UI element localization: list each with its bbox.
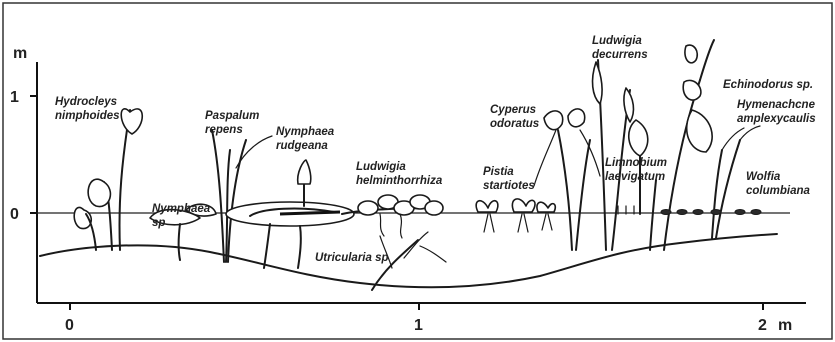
x-tick-label-2: 2: [758, 317, 767, 334]
hymenachne-label-line1: Hymenachcne: [737, 99, 816, 111]
cyperus-plant: [534, 109, 600, 250]
limnobium-label-line1: Limnobium: [605, 157, 667, 169]
echinodorus-plant: [650, 40, 714, 250]
echinodorus-label: Echinodorus sp.: [723, 79, 813, 91]
y-axis-unit: m: [13, 45, 27, 62]
y-tick-label-1: 1: [10, 89, 19, 106]
paspalum-label-line2: repens: [205, 124, 243, 136]
limnobium-label-line2: laevigatum: [605, 171, 665, 183]
paspalum-label-line1: Paspalum: [205, 110, 259, 122]
pistia-label-line1: Pistia: [483, 166, 514, 178]
hydrocleys-label-line2: nimphoides: [55, 110, 120, 122]
wolffia-label-line2: columbiana: [746, 185, 811, 197]
ludwigia-helminthorrhiza-label-line1: Ludwigia: [356, 161, 406, 173]
pistia-plant: [476, 199, 555, 232]
nymphaea-rudgeana-label-line2: rudgeana: [276, 140, 328, 152]
cyperus-label-line1: Cyperus: [490, 104, 536, 116]
hymenachne-label-line2: amplexycaulis: [737, 113, 816, 125]
ludwigia-decurrens-label-line1: Ludwigia: [592, 35, 642, 47]
ludwigia-decurrens-label-line2: decurrens: [592, 49, 648, 61]
x-axis-unit: m: [778, 317, 792, 334]
wolffia-label-line1: Wolfia: [746, 171, 781, 183]
ludwigia-decurrens-plant: [593, 60, 634, 250]
hydrocleys-label-line1: Hydrocleys: [55, 96, 117, 108]
nymphaea-sp-label-line1: Nymphaea: [152, 203, 211, 215]
wolffia-plant: [661, 210, 761, 215]
hydrocleys-plant: [74, 109, 142, 250]
nymphaea-rudgeana-label-line1: Nymphaea: [276, 126, 335, 138]
cyperus-label-line2: odoratus: [490, 118, 539, 130]
x-tick-label-0: 0: [65, 317, 74, 334]
ludwigia-helminthorrhiza-label-line2: helminthorrhiza: [356, 175, 443, 187]
pistia-label-line2: startiotes: [483, 180, 535, 192]
nymphaea-sp-label-line2: sp: [152, 217, 165, 229]
lake-bed-profile: [40, 234, 777, 287]
utricularia-label: Utricularia sp: [315, 252, 389, 264]
x-tick-label-1: 1: [414, 317, 423, 334]
y-tick-label-0: 0: [10, 206, 19, 223]
paspalum-plant: [212, 130, 272, 262]
